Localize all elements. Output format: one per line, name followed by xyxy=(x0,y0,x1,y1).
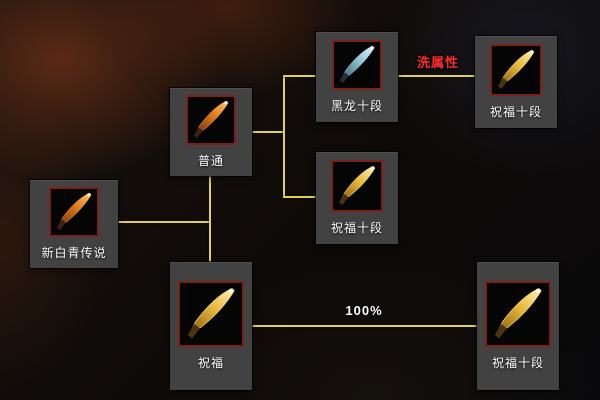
gold-sword-icon xyxy=(178,281,244,347)
item-card-bless[interactable]: 祝福 xyxy=(170,262,252,390)
connection-line xyxy=(252,131,285,133)
blue-dagger-icon xyxy=(332,40,382,90)
item-label: 祝福 xyxy=(197,356,224,370)
connection-line xyxy=(283,196,316,198)
item-label: 祝福十段 xyxy=(491,356,544,370)
gold-sword-icon xyxy=(331,160,383,212)
item-card-normal[interactable]: 普通 xyxy=(170,88,252,176)
edge-label-success-rate: 100% xyxy=(345,303,383,318)
connection-line xyxy=(283,75,285,198)
connection-line xyxy=(283,75,316,77)
item-label: 普通 xyxy=(197,154,224,168)
gold-sword-icon xyxy=(485,281,551,347)
item-label: 新白青传说 xyxy=(41,246,107,260)
item-card-bless-ten-mid[interactable]: 祝福十段 xyxy=(316,152,398,244)
item-card-new-baiqing-legend[interactable]: 新白青传说 xyxy=(30,180,118,268)
connection-line xyxy=(398,75,475,77)
gold-sword-icon xyxy=(490,44,542,96)
item-card-bless-ten-top[interactable]: 祝福十段 xyxy=(475,36,557,128)
item-label: 祝福十段 xyxy=(489,105,542,119)
connection-line xyxy=(252,325,477,327)
item-card-bless-ten-bottom[interactable]: 祝福十段 xyxy=(477,262,559,390)
item-card-black-dragon-ten[interactable]: 黑龙十段 xyxy=(316,32,398,122)
connection-line xyxy=(209,176,211,262)
orange-dagger-icon xyxy=(49,187,99,237)
item-label: 黑龙十段 xyxy=(330,99,383,113)
orange-dagger-icon xyxy=(186,95,236,145)
edge-label-wash-attribute: 洗属性 xyxy=(416,55,459,70)
connection-line xyxy=(118,221,211,223)
item-label: 祝福十段 xyxy=(330,221,383,235)
